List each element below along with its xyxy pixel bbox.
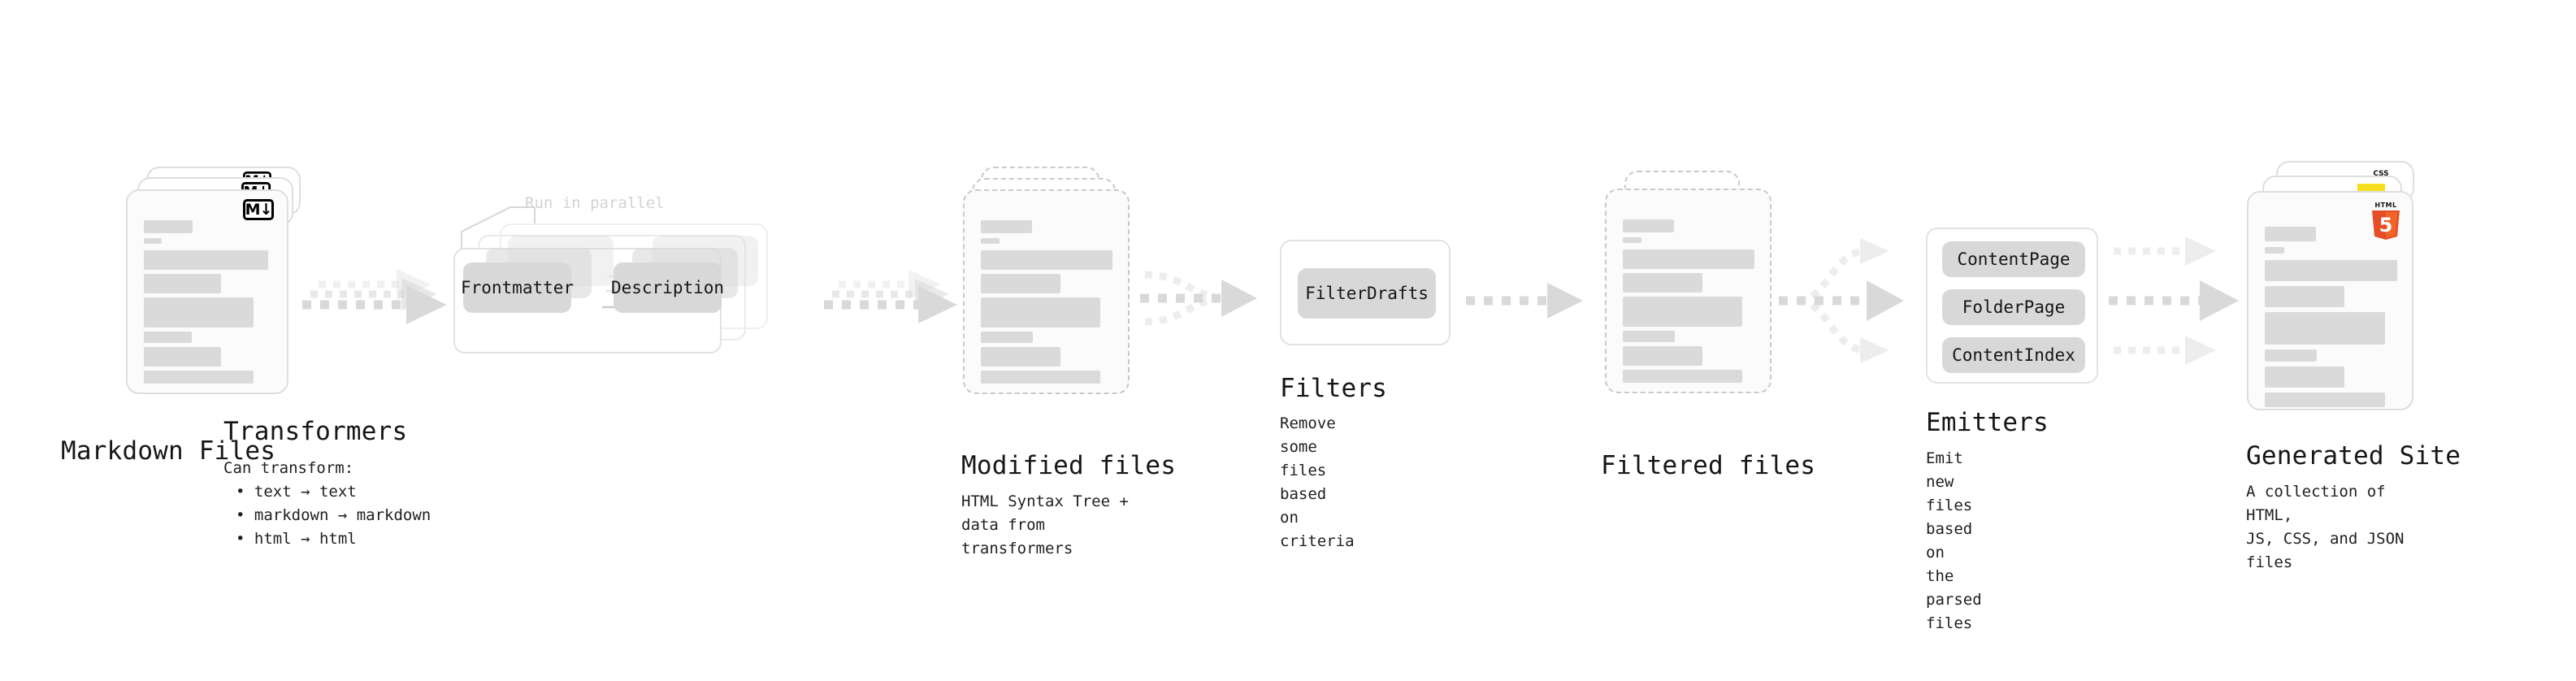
skeleton-bar <box>1623 237 1641 243</box>
arrow-filters-to-filtered <box>1463 276 1593 325</box>
svg-text:HTML: HTML <box>2374 202 2396 209</box>
skeleton-bar <box>2265 260 2397 281</box>
skeleton-bar <box>144 297 254 327</box>
arrow-markdown-to-transformers <box>301 264 463 345</box>
skeleton-bar <box>981 220 1032 233</box>
svg-text:5: 5 <box>2379 214 2393 236</box>
css3-badge-label: CSS <box>2373 170 2389 178</box>
skeleton-bar <box>1623 249 1754 269</box>
skeleton-bar <box>981 347 1060 367</box>
arrow-emitters-to-site <box>2109 223 2255 378</box>
modified-file-stack <box>963 167 1134 427</box>
skeleton-bar <box>144 371 254 384</box>
markdown-file-stack: M↓ M↓ M↓ <box>126 167 301 419</box>
stage-title-filters: Filters <box>1280 374 1388 403</box>
transformers-bullet-item: • markdown → markdown <box>236 506 432 524</box>
emitters-pill-contentpage-label: ContentPage <box>1957 249 2071 269</box>
transformer-pill-frontmatter[interactable]: Frontmatter <box>460 262 575 313</box>
skeleton-bar <box>144 347 221 367</box>
skeleton-bar <box>1623 331 1675 342</box>
filters-subtitle: Remove some files based on criteria <box>1280 414 1355 550</box>
stage-markdown-files: M↓ M↓ M↓ Markdown Files <box>61 167 301 466</box>
modified-files-subtitle: HTML Syntax Tree + data from transformer… <box>961 492 1129 557</box>
skeleton-bar <box>144 220 193 233</box>
stage-title-transformers: Transformers <box>223 417 408 446</box>
skeleton-bar <box>2265 367 2344 388</box>
stage-generated-site: CSS HTML 5 <box>2246 161 2461 571</box>
stage-title-generated-site: Generated Site <box>2246 441 2461 471</box>
skeleton-bar <box>981 250 1112 270</box>
arrow-transformers-to-modified <box>821 264 967 345</box>
markdown-badge-front: M↓ <box>243 199 274 220</box>
skeleton-bar <box>1623 297 1742 327</box>
skeleton-bar <box>981 332 1033 343</box>
skeleton-bar <box>2265 247 2284 254</box>
skeleton-bar <box>981 274 1060 293</box>
skeleton-bar <box>1623 219 1674 232</box>
skeleton-bar <box>1623 370 1742 383</box>
stage-title-filtered-files: Filtered files <box>1601 451 1816 480</box>
emitters-pill-folderpage[interactable]: FolderPage <box>1942 289 2085 325</box>
skeleton-bar <box>981 238 1000 244</box>
skeleton-bar <box>2265 393 2385 407</box>
emitters-pill-contentindex[interactable]: ContentIndex <box>1942 337 2085 373</box>
filtered-card-front <box>1605 189 1772 393</box>
run-in-parallel-label: Run in parallel <box>525 194 665 212</box>
arrow-filtered-to-emitters <box>1776 223 1918 378</box>
skeleton-bar <box>144 274 221 293</box>
transformer-pill-frontmatter-label: Frontmatter <box>460 278 575 297</box>
transformer-pill-description-label: Description <box>610 278 725 297</box>
skeleton-bar <box>2265 312 2385 345</box>
skeleton-bar <box>144 332 192 343</box>
filters-box: FilterDrafts <box>1280 240 1451 345</box>
arrow-modified-to-filters <box>1134 258 1264 348</box>
stage-title-markdown-files: Markdown Files <box>61 436 276 466</box>
transformers-bullet-item: • text → text <box>236 483 357 501</box>
emitters-pill-folderpage-label: FolderPage <box>1962 297 2066 317</box>
skeleton-bar <box>2265 227 2316 241</box>
emitters-pill-contentpage[interactable]: ContentPage <box>1942 241 2085 277</box>
skeleton-bar <box>981 297 1100 327</box>
skeleton-bar <box>2265 286 2344 307</box>
skeleton-bar <box>144 250 268 270</box>
markdown-card-front: M↓ <box>126 189 288 394</box>
transformers-bullet-item: • html → html <box>236 530 357 548</box>
site-card-front: HTML 5 <box>2247 191 2413 410</box>
stage-modified-files: Modified files HTML Syntax Tree + data f… <box>961 167 1176 557</box>
skeleton-bar <box>144 238 162 244</box>
transformers-subtitle: Can transform: <box>223 459 354 477</box>
modified-card-front <box>963 189 1130 394</box>
generated-site-subtitle: A collection of HTML, JS, CSS, and JSON … <box>2246 483 2405 571</box>
filters-pill-filterdrafts-label: FilterDrafts <box>1305 284 1429 303</box>
skeleton-bar <box>1623 273 1702 293</box>
transformers-bullet-list: • text → text • markdown → markdown • ht… <box>236 480 431 551</box>
run-in-parallel-bracket <box>461 206 536 256</box>
emitters-subtitle: Emit new files based on the parsed files <box>1926 449 1982 632</box>
filtered-file-stack <box>1605 171 1776 431</box>
filters-pill-filterdrafts[interactable]: FilterDrafts <box>1298 268 1436 319</box>
stage-filtered-files: Filtered files <box>1601 171 1815 480</box>
skeleton-bar <box>2265 349 2317 362</box>
stage-title-modified-files: Modified files <box>961 451 1177 480</box>
transformer-pill-description[interactable]: Description <box>610 262 725 313</box>
html5-badge: HTML 5 <box>2369 199 2403 241</box>
generated-site-stack: CSS HTML 5 <box>2247 161 2422 421</box>
skeleton-bar <box>981 371 1100 384</box>
emitters-box: ContentPage FolderPage ContentIndex <box>1926 228 2098 384</box>
stage-title-emitters: Emitters <box>1926 408 2049 437</box>
skeleton-bar <box>1623 346 1702 366</box>
emitters-pill-contentindex-label: ContentIndex <box>1952 345 2075 365</box>
